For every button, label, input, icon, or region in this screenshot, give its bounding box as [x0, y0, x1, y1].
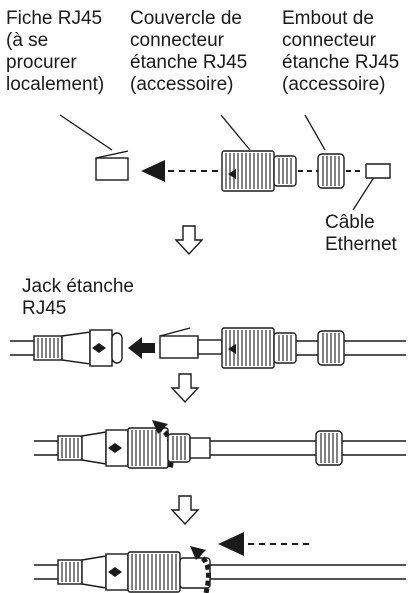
connector-cap-inline: [317, 330, 345, 366]
label-ethernet-cable: Câble Ethernet: [325, 212, 397, 255]
rj45-plug-shape: [95, 150, 129, 181]
step-arrow-3: [171, 495, 199, 525]
connector-cover-inline: [221, 327, 297, 369]
leader-line-cover: [220, 114, 251, 151]
rj45-plug-inline: [159, 327, 223, 359]
ethernet-cable-end: [365, 163, 391, 179]
step-arrow-1: [175, 225, 203, 255]
step-2-assembly: [10, 327, 406, 369]
label-waterproof-jack: Jack étanche RJ45: [22, 276, 134, 319]
leader-line-plug: [59, 114, 113, 151]
step-3-screw-cover: [34, 420, 406, 471]
label-connector-cover: Couvercle de connecteur étanche RJ45 (ac…: [130, 8, 248, 95]
leader-line-cap: [304, 114, 326, 151]
insert-arrow-head: [141, 160, 165, 182]
step-arrow-2: [171, 373, 199, 403]
push-arrow: [128, 337, 155, 359]
waterproof-jack-shape: [33, 329, 123, 367]
step-1-parts: [59, 114, 391, 211]
label-connector-cap: Embout de connecteur étanche RJ45 (acces…: [282, 8, 400, 95]
connector-cover-shape: [221, 150, 297, 192]
connector-cap-shape: [317, 153, 345, 189]
step-4-slide-cap: [34, 532, 406, 593]
slide-arrow-head: [218, 532, 244, 556]
label-rj45-plug: Fiche RJ45 (à se procurer localement): [6, 8, 105, 95]
